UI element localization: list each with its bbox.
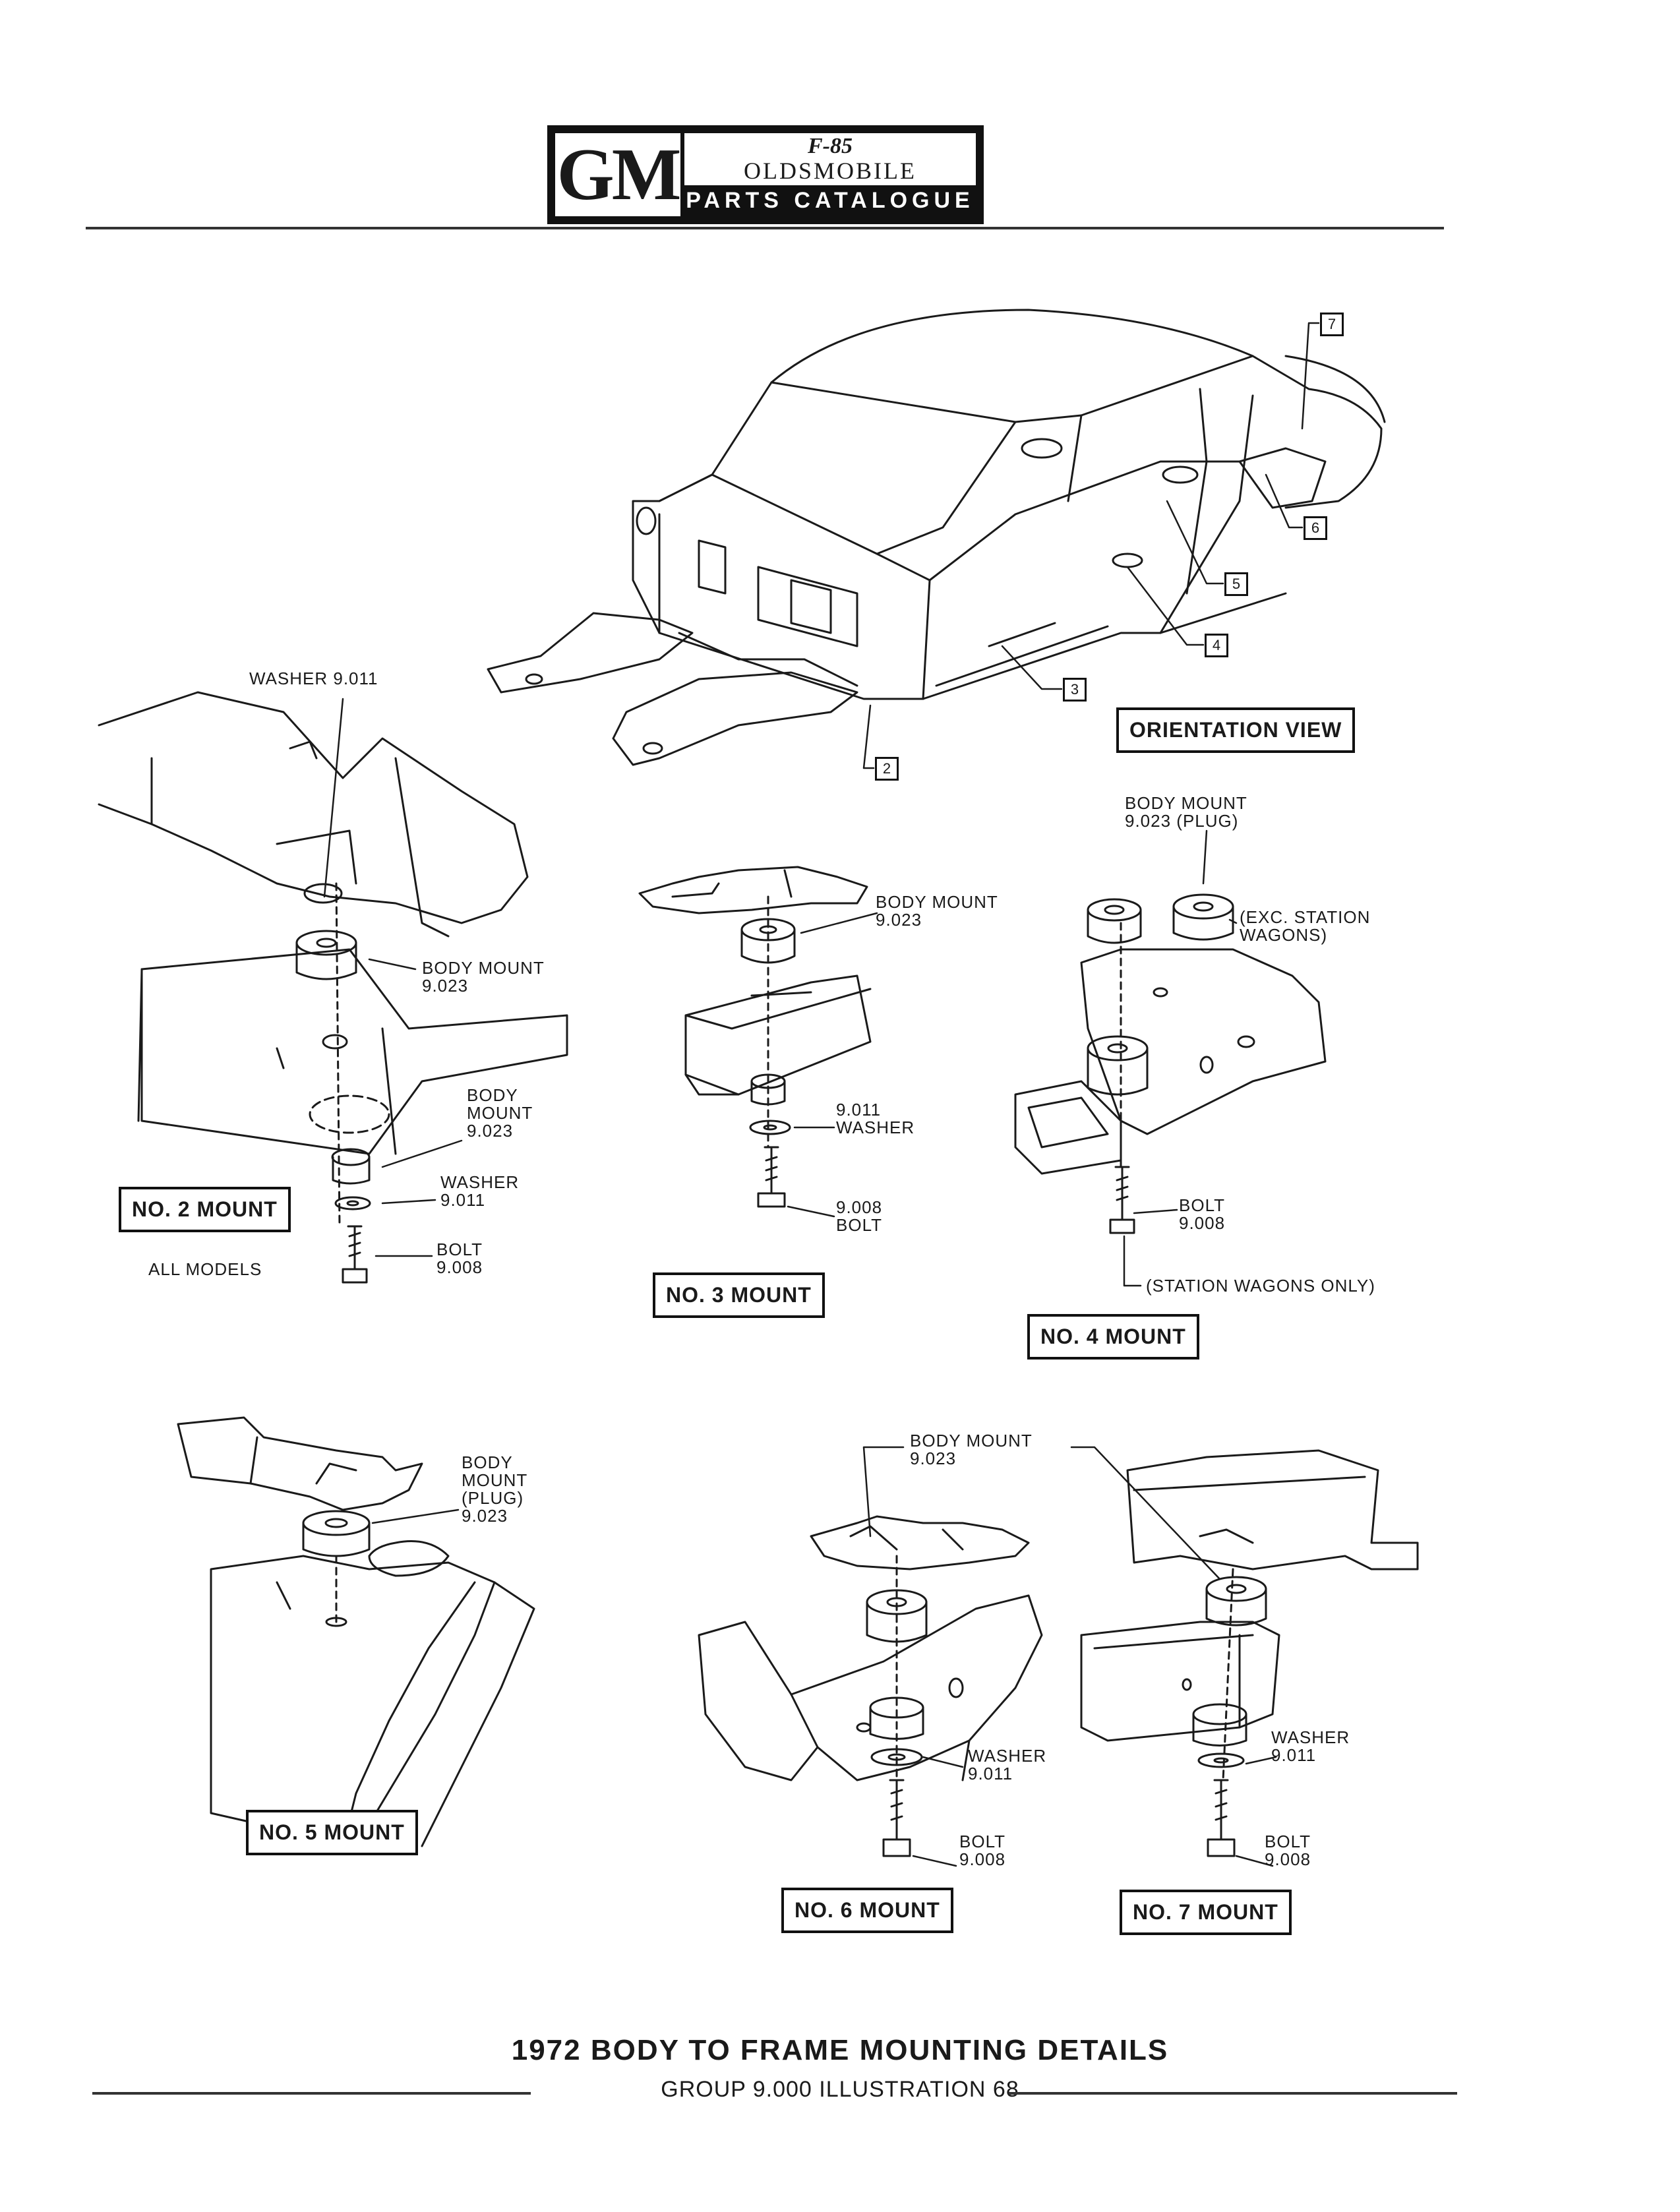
gm-parts-catalogue-logo: GM F-85 OLDSMOBILE PARTS CATALOGUE bbox=[547, 125, 984, 224]
catalogue-name: PARTS CATALOGUE bbox=[684, 185, 976, 216]
mount3-body-mount-label: BODY MOUNT 9.023 bbox=[876, 892, 998, 930]
header-rule bbox=[86, 227, 1444, 229]
mount2-bolt-label: BOLT 9.008 bbox=[436, 1240, 483, 1277]
gm-logo-mark: GM bbox=[555, 133, 681, 216]
logo-panel: F-85 OLDSMOBILE PARTS CATALOGUE bbox=[684, 133, 976, 216]
callout-2: 2 bbox=[875, 757, 899, 781]
mount3-title: NO. 3 MOUNT bbox=[653, 1272, 825, 1318]
mount2-washer-top-label: WASHER 9.011 bbox=[249, 669, 378, 688]
mount6-washer-label: WASHER 9.011 bbox=[968, 1746, 1047, 1783]
mount7-bolt-label: BOLT 9.008 bbox=[1265, 1832, 1311, 1869]
footer-rule-right bbox=[1009, 2092, 1457, 2095]
mount6-bolt-label: BOLT 9.008 bbox=[959, 1832, 1006, 1869]
mount4-title: NO. 4 MOUNT bbox=[1027, 1314, 1199, 1360]
mount6-title: NO. 6 MOUNT bbox=[781, 1888, 953, 1933]
orientation-leaders bbox=[862, 322, 1320, 769]
mount3-leaders bbox=[787, 912, 878, 1218]
mount4-drawing bbox=[1014, 893, 1327, 1234]
footer-text: GROUP 9.000 ILLUSTRATION 68 bbox=[661, 2077, 1019, 2102]
mount6-body-mount-label: BODY MOUNT 9.023 bbox=[910, 1431, 1033, 1468]
mount4-body-mount-plug-label: BODY MOUNT 9.023 (PLUG) bbox=[1125, 793, 1247, 831]
mount2-subtitle: ALL MODELS bbox=[148, 1259, 262, 1279]
mount7-washer-label: WASHER 9.011 bbox=[1271, 1727, 1350, 1765]
mount2-body-mount-lower-label: BODY MOUNT 9.023 bbox=[467, 1085, 533, 1141]
mount2-leaders bbox=[323, 698, 463, 1257]
callout-7: 7 bbox=[1320, 313, 1344, 336]
mount5-title: NO. 5 MOUNT bbox=[246, 1810, 418, 1855]
mount7-drawing bbox=[1080, 1449, 1419, 1857]
orientation-body-shell bbox=[487, 309, 1386, 766]
mount3-washer-label: 9.011 WASHER bbox=[836, 1100, 915, 1137]
mount3-drawing bbox=[638, 866, 872, 1208]
mount4-leaders bbox=[1123, 829, 1238, 1287]
make-name: OLDSMOBILE bbox=[744, 157, 916, 184]
mount2-title: NO. 2 MOUNT bbox=[119, 1187, 291, 1232]
mount5-body-mount-plug-label: BODY MOUNT (PLUG) 9.023 bbox=[462, 1452, 528, 1526]
orientation-view-label: ORIENTATION VIEW bbox=[1116, 707, 1356, 753]
mount5-leaders bbox=[371, 1509, 460, 1524]
mount4-note-label: (STATION WAGONS ONLY) bbox=[1146, 1276, 1375, 1296]
callout-3: 3 bbox=[1063, 678, 1087, 702]
page-title: 1972 BODY TO FRAME MOUNTING DETAILS bbox=[511, 2034, 1169, 2066]
mount2-washer-label: WASHER 9.011 bbox=[440, 1172, 520, 1210]
mount7-title: NO. 7 MOUNT bbox=[1120, 1890, 1292, 1935]
model-mark: F-85 bbox=[808, 133, 853, 158]
footer-rule-left bbox=[92, 2092, 531, 2095]
logo-top: F-85 OLDSMOBILE bbox=[684, 133, 976, 186]
mount6-leaders bbox=[862, 1446, 964, 1867]
mount4-exception-label: (EXC. STATION WAGONS) bbox=[1240, 907, 1371, 945]
mount6-drawing bbox=[698, 1515, 1043, 1857]
mount7-leaders bbox=[1070, 1446, 1277, 1867]
mount4-bolt-label: BOLT 9.008 bbox=[1179, 1195, 1226, 1233]
mount2-drawing bbox=[98, 691, 568, 1284]
mount2-body-mount-label: BODY MOUNT 9.023 bbox=[422, 958, 545, 996]
callout-4: 4 bbox=[1205, 634, 1228, 657]
callout-5: 5 bbox=[1224, 572, 1248, 596]
callout-6: 6 bbox=[1304, 516, 1327, 540]
mount3-bolt-label: 9.008 BOLT bbox=[836, 1197, 883, 1235]
